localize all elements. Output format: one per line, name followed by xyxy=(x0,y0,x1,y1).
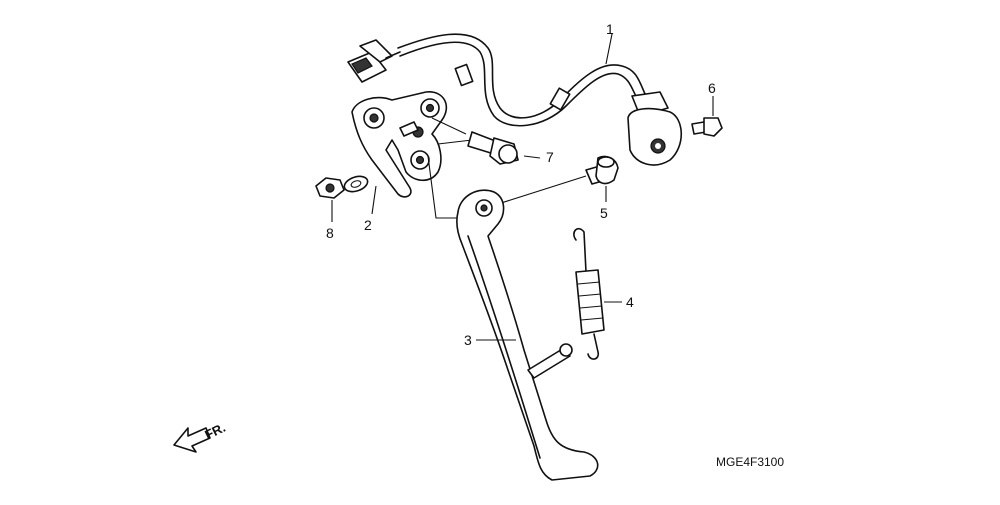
callout-1: 1 xyxy=(606,21,614,37)
callout-4: 4 xyxy=(626,294,634,310)
stand-switch-body xyxy=(627,91,682,166)
harness-clamp xyxy=(454,63,571,111)
part-bracket: 2 xyxy=(351,91,448,233)
part-small-bolt: 6 xyxy=(691,80,723,137)
part-pivot-bolt: 7 xyxy=(431,117,554,165)
callout-8: 8 xyxy=(326,225,334,241)
harness-connector xyxy=(347,39,401,83)
callout-3: 3 xyxy=(464,332,472,348)
part-spring: 4 xyxy=(573,227,634,360)
callout-6: 6 xyxy=(708,80,716,96)
front-direction-arrow: FR. xyxy=(173,420,228,453)
callout-5: 5 xyxy=(600,205,608,221)
callout-2: 2 xyxy=(364,217,372,233)
callout-7: 7 xyxy=(546,149,554,165)
part-side-stand: 3 xyxy=(427,155,599,481)
diagram-code: MGE4F3100 xyxy=(716,455,784,469)
part-nut: 8 xyxy=(315,175,369,241)
part-switch-harness: 1 xyxy=(347,21,682,166)
part-stud-bolt: 5 xyxy=(497,155,619,221)
